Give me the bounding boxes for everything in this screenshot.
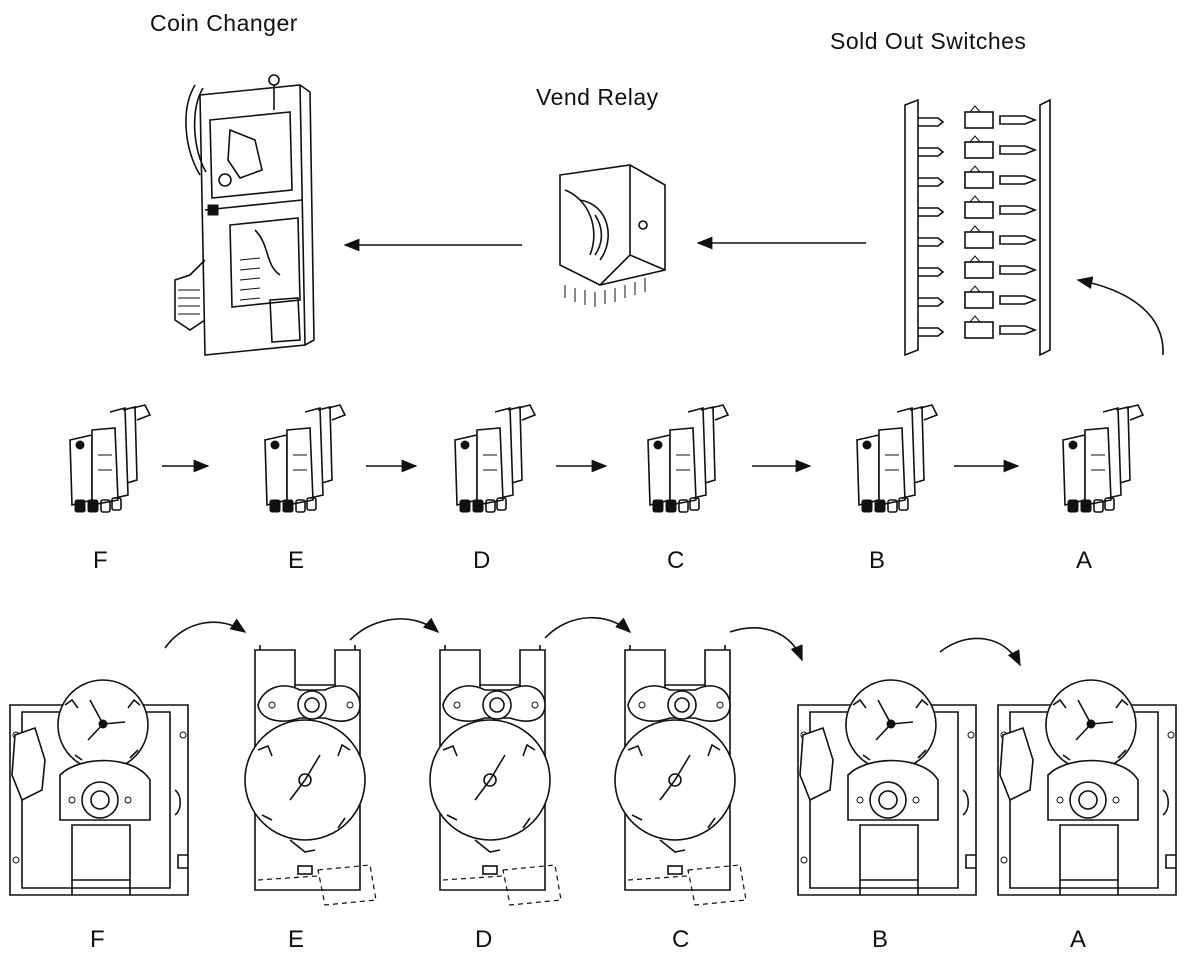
middle-label-e: E	[288, 549, 304, 573]
motor-switch-assembly	[70, 405, 150, 512]
bottom-label-f: F	[90, 928, 105, 952]
middle-label-d: D	[473, 549, 490, 573]
bottom-label-b: B	[872, 928, 888, 952]
bottom-label-d: D	[475, 928, 492, 952]
cam-switch-rear-view	[245, 645, 376, 905]
middle-label-b: B	[869, 549, 885, 573]
cam-switch-front-view	[10, 680, 188, 895]
middle-label-f: F	[93, 549, 108, 573]
coin-changer-illustration	[175, 75, 314, 355]
sold-out-switches-illustration	[905, 100, 1050, 355]
vend-relay-illustration	[560, 165, 665, 307]
bottom-label-a: A	[1070, 928, 1086, 952]
bottom-label-c: C	[672, 928, 689, 952]
middle-label-c: C	[667, 549, 684, 573]
bottom-label-e: E	[288, 928, 304, 952]
middle-label-a: A	[1076, 549, 1092, 573]
